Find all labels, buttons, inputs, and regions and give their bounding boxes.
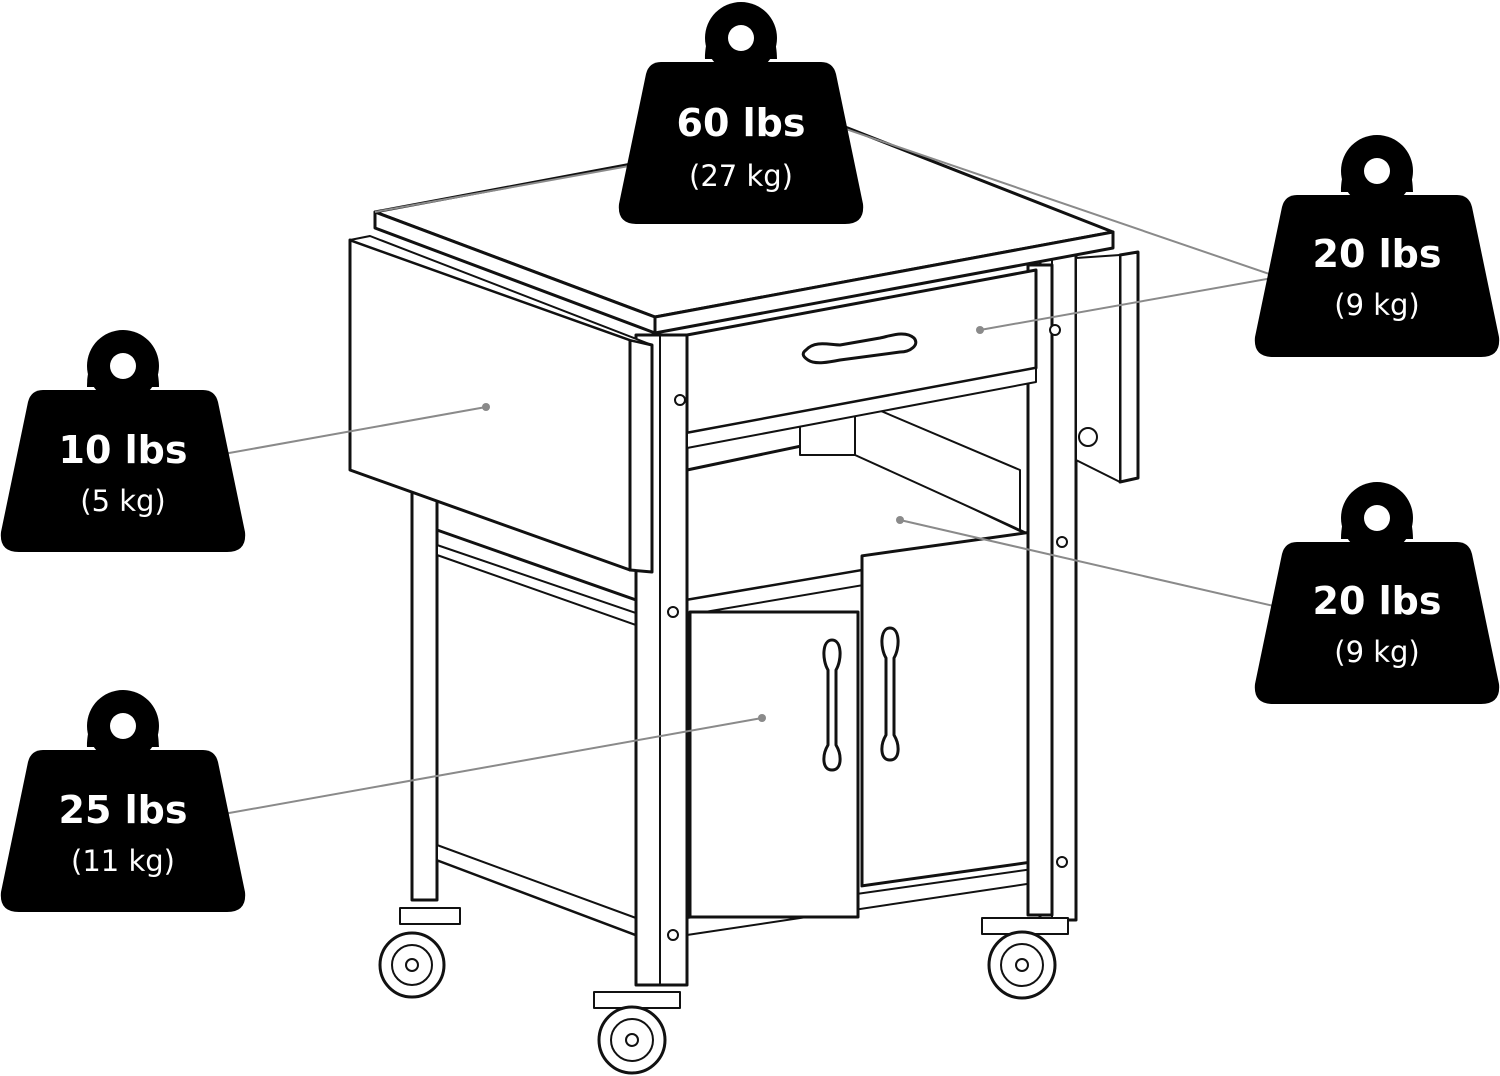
weight-sublabel-drawer: (9 kg) xyxy=(1334,288,1420,322)
weight-sublabel-shelf: (9 kg) xyxy=(1334,635,1420,669)
right-drop-leaf xyxy=(1118,250,1140,484)
weight-icon-leaf: 10 lbs (5 kg) xyxy=(0,330,246,552)
weight-label-cabinet: 25 lbs xyxy=(59,788,188,832)
caster-wheel-front-right xyxy=(981,917,1069,1000)
weight-label-drawer: 20 lbs xyxy=(1313,232,1442,276)
weight-icon-top: 60 lbs (27 kg) xyxy=(618,2,864,224)
weight-label-top: 60 lbs xyxy=(677,101,806,145)
leader-lines xyxy=(217,126,1279,816)
caster-wheel-back-left xyxy=(378,907,461,999)
cabinet-door-left xyxy=(688,610,860,919)
door-handle-left xyxy=(822,638,842,772)
weight-label-shelf: 20 lbs xyxy=(1313,579,1442,623)
back-left-leg xyxy=(410,478,439,902)
cabinet-door-right xyxy=(860,530,1036,888)
door-handle-right xyxy=(880,626,900,762)
weight-icon-cabinet: 25 lbs (11 kg) xyxy=(0,690,246,912)
leaf-latch xyxy=(1078,427,1098,447)
kitchen-cart-drawing xyxy=(348,123,1140,1075)
weight-icon-shelf: 20 lbs (9 kg) xyxy=(1254,482,1500,704)
weight-icon-drawer: 20 lbs (9 kg) xyxy=(1254,135,1500,357)
weight-sublabel-leaf: (5 kg) xyxy=(80,484,166,518)
caster-wheel-front-left xyxy=(593,991,681,1075)
weight-sublabel-top: (27 kg) xyxy=(689,159,793,193)
weight-sublabel-cabinet: (11 kg) xyxy=(71,844,175,878)
drawer-handle xyxy=(801,332,918,365)
weight-label-leaf: 10 lbs xyxy=(59,428,188,472)
